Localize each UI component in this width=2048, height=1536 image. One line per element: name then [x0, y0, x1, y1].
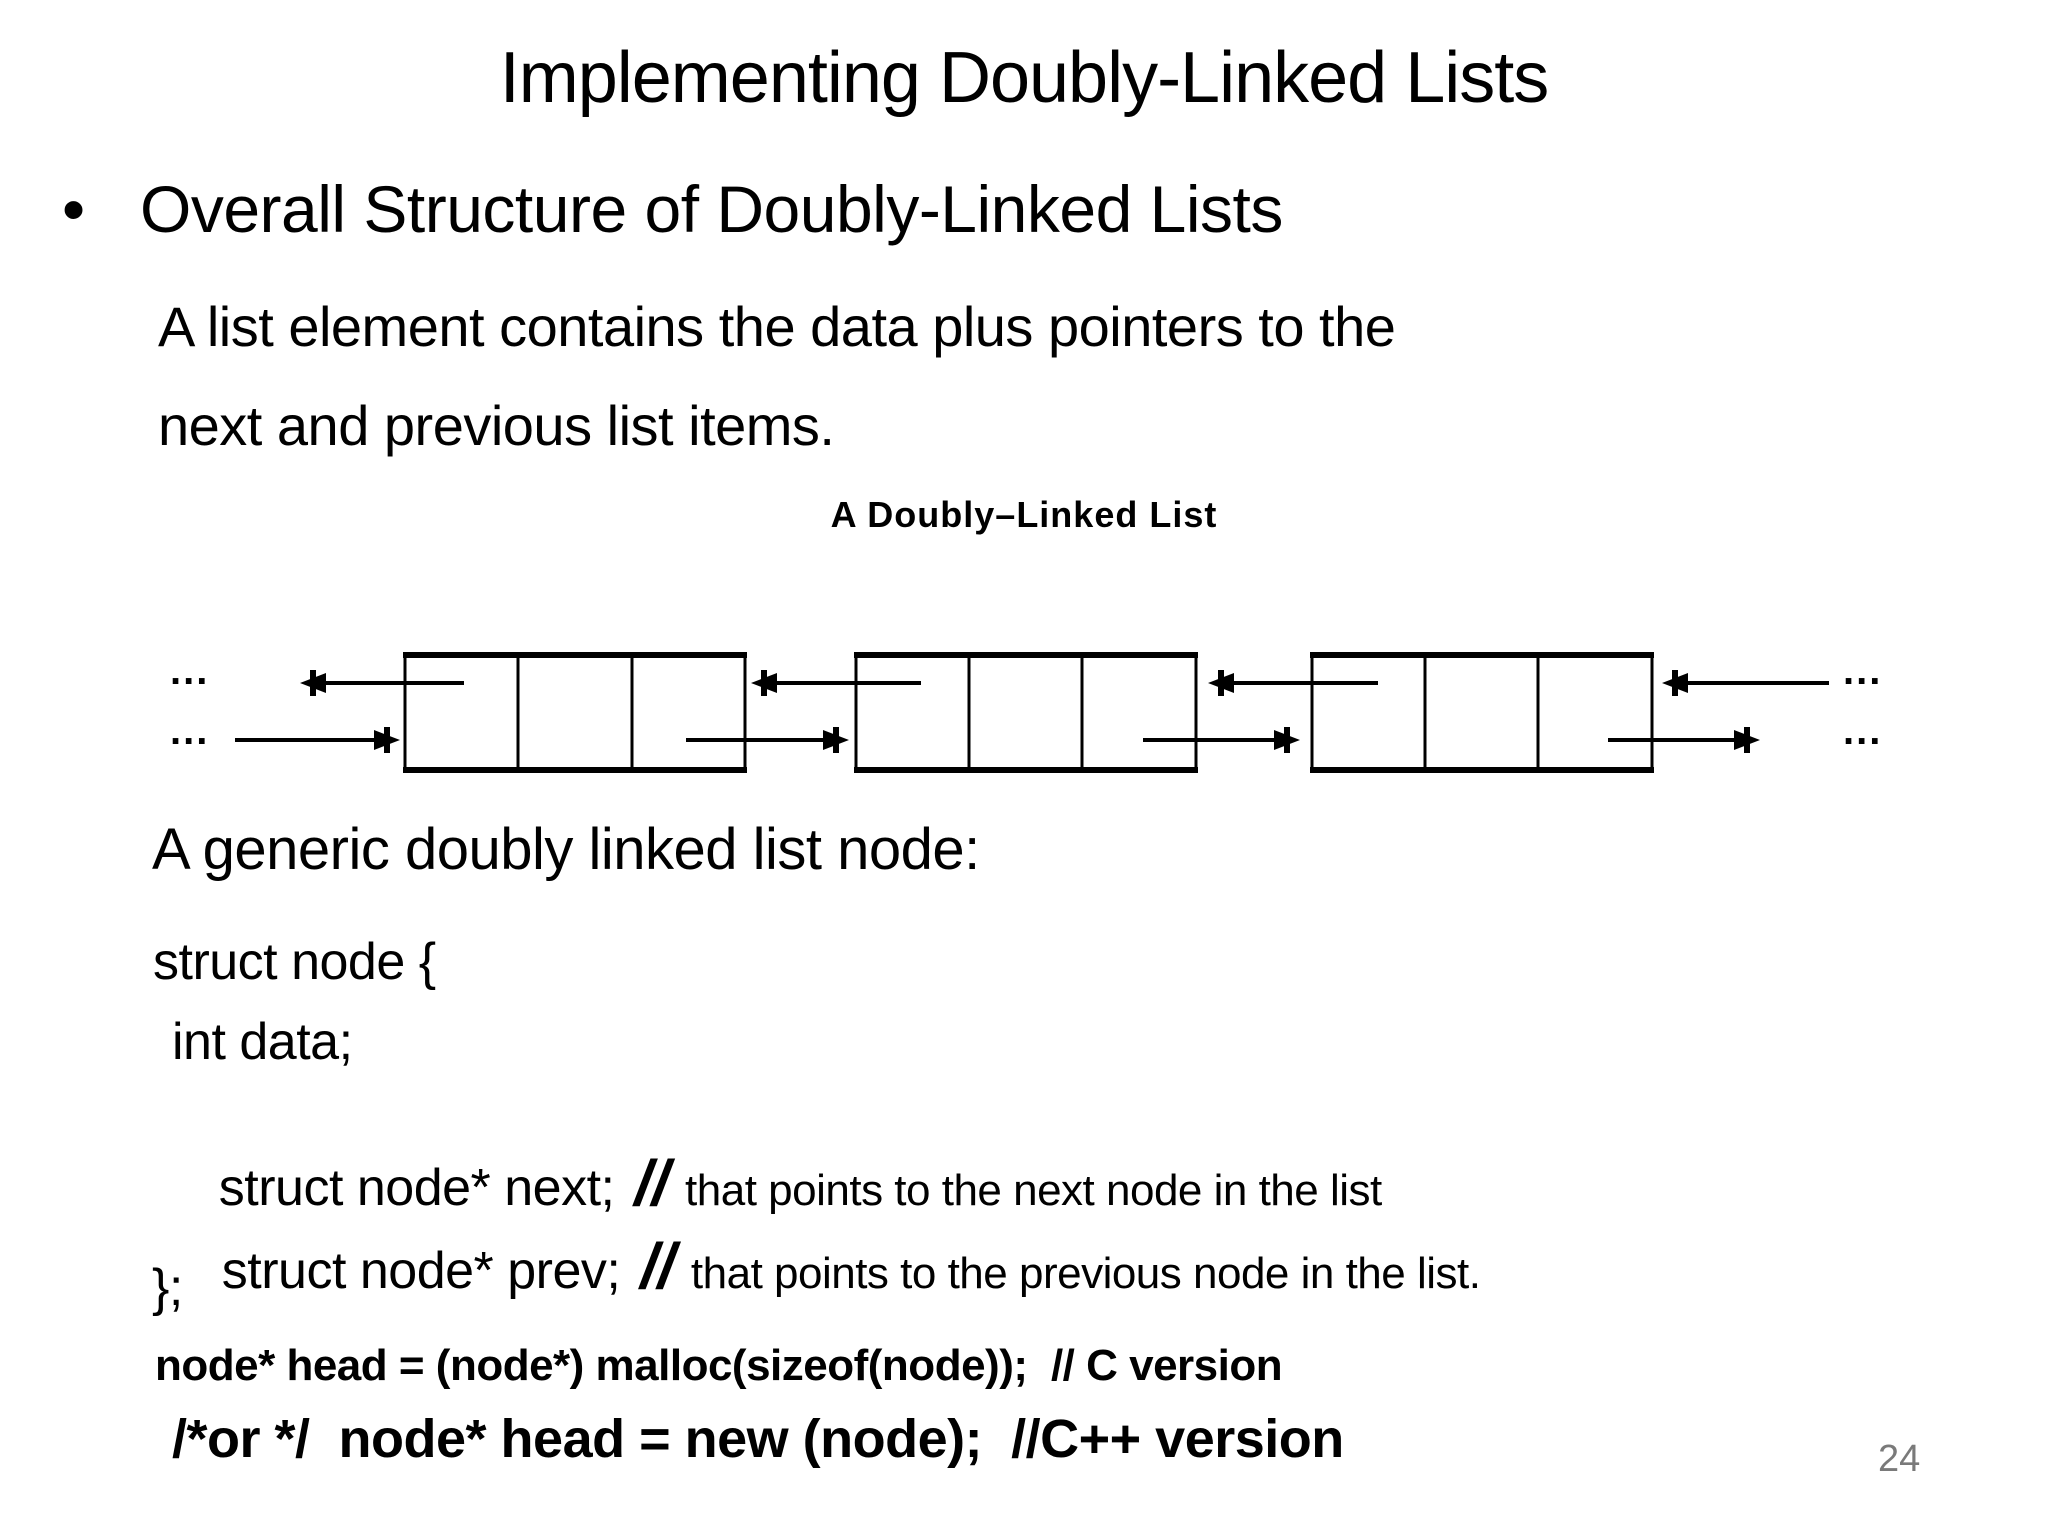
code-member-data: int data;: [172, 1013, 353, 1071]
ellipsis-right-top: ...: [1843, 649, 1882, 693]
code-member-next-line: struct node* next; // that points to the n…: [163, 1099, 1382, 1267]
next-pointer-arrow-2: [686, 727, 849, 753]
next-pointer-arrow-4: [1608, 727, 1760, 753]
list-node-box-1: [403, 652, 747, 773]
diagram-caption: A Doubly–Linked List: [830, 494, 1218, 535]
code-next-comment: that points to the next node in the list: [685, 1166, 1382, 1215]
comment-marker: //: [640, 1230, 675, 1302]
page-number: 24: [1878, 1438, 1921, 1480]
slide-title: Implementing Doubly-Linked Lists: [499, 38, 1550, 118]
doubly-linked-list-diagram: ... ... ... ...: [170, 649, 1882, 773]
ellipsis-right-bottom: ...: [1843, 709, 1882, 753]
code-struct-close: };: [152, 1259, 183, 1317]
paragraph-line-2: next and previous list items.: [158, 394, 835, 457]
paragraph-line-1: A list element contains the data plus po…: [158, 295, 1396, 358]
next-pointer-arrow-1: [235, 727, 400, 753]
code-cpp-version: /*or */ node* head = new (node); //C++ v…: [172, 1409, 1344, 1469]
bullet-icon: •: [62, 172, 85, 246]
generic-node-label: A generic doubly linked list node:: [152, 817, 980, 882]
list-node-box-3: [1310, 652, 1654, 773]
code-member-prev-line: struct node* prev; // that points to the p…: [166, 1182, 1481, 1350]
code-struct-open: struct node {: [153, 933, 436, 991]
prev-pointer-arrow-2: [751, 670, 921, 696]
prev-pointer-arrow-3: [1208, 670, 1378, 696]
ellipsis-left-bottom: ...: [170, 709, 209, 753]
code-prev-comment: that points to the previous node in the …: [690, 1249, 1481, 1298]
code-c-version: node* head = (node*) malloc(sizeof(node)…: [155, 1341, 1283, 1390]
bullet-item-text: Overall Structure of Doubly-Linked Lists: [140, 172, 1283, 246]
ellipsis-left-top: ...: [170, 649, 209, 693]
prev-pointer-arrow-1: [300, 670, 464, 696]
code-member-next: struct node* next;: [218, 1159, 615, 1217]
prev-pointer-arrow-4: [1662, 670, 1829, 696]
next-pointer-arrow-3: [1143, 727, 1300, 753]
code-member-prev: struct node* prev;: [221, 1242, 621, 1300]
comment-marker: //: [634, 1147, 670, 1219]
bullet-item: • Overall Structure of Doubly-Linked Lis…: [62, 176, 1283, 242]
list-node-box-2: [854, 652, 1198, 773]
